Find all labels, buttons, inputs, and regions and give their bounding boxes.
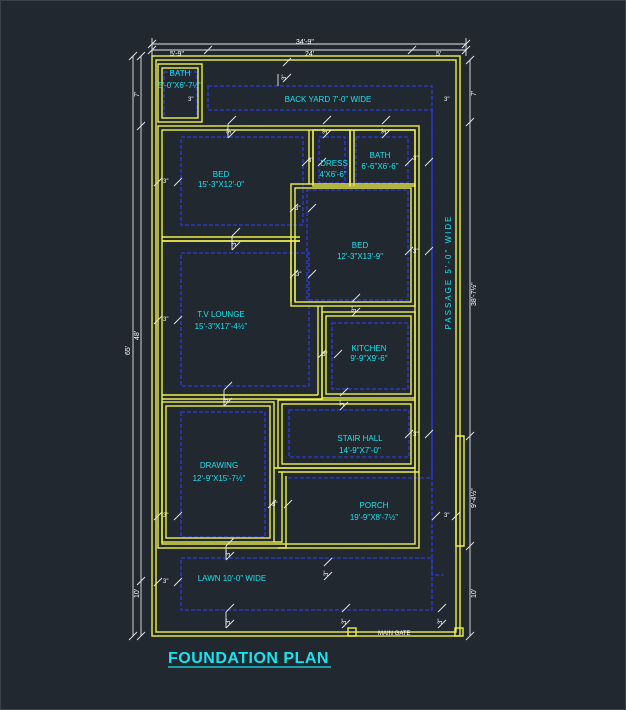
label-drawing-size: 12'-9"X15'-7½": [193, 474, 246, 483]
mark-27: 3": [342, 619, 348, 624]
foundation-lines: [163, 71, 444, 611]
mark-16: 3": [322, 352, 327, 358]
label-drawing-name: DRAWING: [200, 461, 238, 470]
dim-left-bottom: 10': [134, 589, 141, 598]
wall-drawing: [161, 401, 275, 543]
dim-top-total: 34'-9": [296, 39, 314, 46]
mark-5: 3": [323, 129, 329, 134]
label-bed2-name: BED: [352, 241, 369, 250]
dimension-lines: [128, 38, 475, 641]
dim-right-top: 7': [471, 91, 478, 96]
label-dress-size: 4'X6'-6": [319, 170, 346, 179]
foundation-lawn: [180, 557, 433, 611]
label-bed1-size: 15'-3"X12'-0": [198, 180, 244, 189]
plot-inner-wall: [155, 59, 457, 633]
plot-outer-wall: [151, 55, 461, 637]
gate-post-left: [347, 627, 357, 637]
mark-14: 3": [352, 307, 358, 312]
label-bath-small-size: 5'-0"X6'-7½": [158, 81, 202, 90]
mark-6: 3": [382, 129, 388, 134]
foundation-tv-lounge: [180, 252, 310, 387]
mark-18: 3": [340, 401, 346, 406]
dim-right-low: 9'-4½": [470, 488, 478, 508]
mark-25: 3": [163, 579, 168, 585]
label-stair-hall-name: STAIR HALL: [337, 434, 383, 443]
mark-17: 3": [224, 397, 230, 402]
footing-marks: [153, 57, 461, 629]
wall-kitchen: [321, 311, 416, 399]
label-tv-lounge-name: T.V LOUNGE: [197, 310, 245, 319]
foundation-passage: [431, 110, 444, 576]
mark-15: 3": [163, 317, 168, 323]
mark-7: 3": [163, 179, 168, 185]
wall-bath-small: [157, 63, 203, 123]
mark-28: 3": [438, 619, 444, 624]
foundation-bed2: [306, 189, 409, 301]
label-bath2-size: 6'-6"X6'-6": [361, 162, 398, 171]
mark-24: 3": [324, 571, 330, 576]
label-dress-name: DRESS: [320, 159, 348, 168]
label-kitchen-size: 9'-9"X9'-6": [350, 354, 387, 363]
dim-top-right: 5': [436, 51, 441, 58]
foundation-stair-hall: [288, 409, 410, 458]
label-backyard: BACK YARD 7'-0" WIDE: [285, 95, 372, 104]
mark-12: 3": [413, 249, 418, 255]
label-bed2-size: 12'-3"X13'-9": [337, 252, 383, 261]
walls: [151, 55, 465, 637]
mark-2: 3": [188, 97, 193, 103]
dim-top-left: 5'-9": [170, 51, 184, 58]
mark-13: 3": [296, 272, 301, 278]
dim-left-total: 65': [125, 346, 132, 355]
drawing-title: FOUNDATION PLAN: [168, 650, 329, 667]
foundation-dress: [318, 136, 346, 184]
mark-22: 3": [444, 513, 449, 519]
dim-top-mid: 24': [305, 51, 314, 58]
label-porch-size: 19'-9"X8'-7½": [350, 513, 398, 522]
foundation-kitchen: [331, 322, 409, 390]
dim-left-top: 7': [134, 92, 141, 97]
gate-post-right: [454, 627, 464, 637]
mark-3: 3": [444, 97, 449, 103]
label-bed1-name: BED: [213, 170, 230, 179]
label-tv-lounge-size: 15'-3"X17'-4½": [195, 322, 248, 331]
foundation-bath2: [355, 136, 409, 184]
room-labels: BATH 5'-0"X6'-7½" BACK YARD 7'-0" WIDE B…: [158, 69, 453, 583]
mark-19: 3": [413, 432, 418, 438]
mark-11: 3": [295, 206, 300, 212]
footing-mark-texts: 3" 3" 3" 3" 3" 3" 3" 3" 3" 3" 3" 3" 3" 3…: [163, 75, 449, 624]
mark-26: 3": [226, 619, 232, 624]
foundation-drawing: [180, 411, 266, 538]
label-bath-small-name: BATH: [170, 69, 191, 78]
label-passage: PASSAGE 5'-0" WIDE: [444, 215, 453, 330]
foundation-bed1: [180, 136, 304, 226]
mark-1: 3": [282, 75, 288, 80]
dimension-texts: 34'-9" 5'-9" 24' 5' 65' 48' 7' 10' 7' 38…: [125, 39, 478, 598]
wall-tv-lounge: [162, 240, 323, 400]
mark-23: 3": [226, 551, 232, 556]
mark-4: 3": [227, 129, 233, 134]
label-bath2-name: BATH: [370, 151, 391, 160]
main-gate-label: MAIN GATE: [378, 631, 411, 637]
label-kitchen-name: KITCHEN: [351, 344, 386, 353]
mark-9: 3": [413, 156, 418, 162]
wall-house-outer: [157, 125, 420, 549]
mark-10: 3": [232, 241, 238, 246]
label-stair-hall-size: 14'-9"X7'-0": [339, 446, 381, 455]
mark-20: 3": [272, 502, 277, 508]
label-porch-name: PORCH: [360, 501, 389, 510]
foundation-bath-small: [163, 71, 198, 119]
mark-8: 3": [308, 158, 313, 164]
dim-right-mid: 38'-7½": [470, 282, 478, 306]
label-lawn: LAWN 10'-0" WIDE: [198, 574, 267, 583]
dim-right-bottom: 10': [471, 589, 478, 598]
wall-passage: [455, 435, 465, 547]
mark-21: 3": [163, 513, 168, 519]
dim-left-sub: 48': [134, 331, 141, 340]
